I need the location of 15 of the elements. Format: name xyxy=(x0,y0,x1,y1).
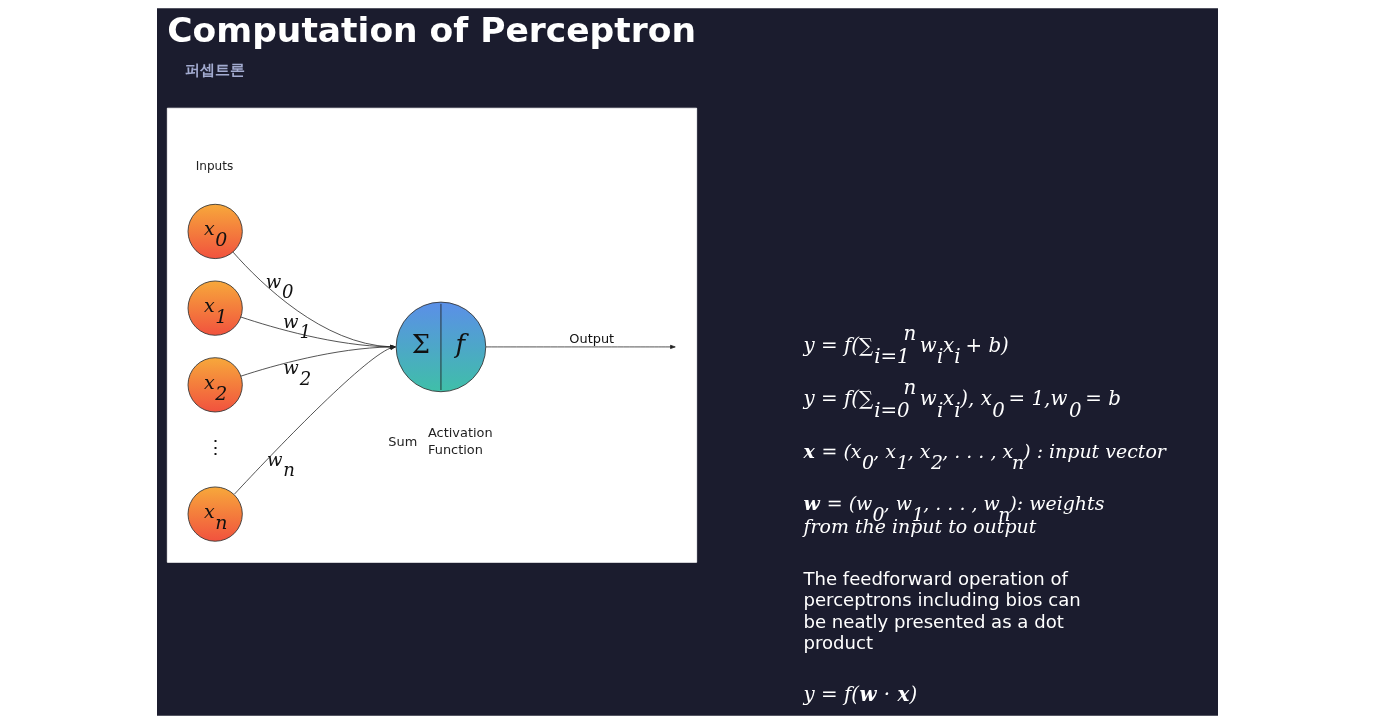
label: Inputs xyxy=(195,159,234,173)
label: y = f(w · x) xyxy=(803,682,918,707)
node-label: Sum xyxy=(388,433,418,449)
arrow xyxy=(233,346,396,495)
cluster xyxy=(166,107,698,563)
arrow xyxy=(240,344,396,377)
arrow xyxy=(485,344,676,349)
diagram-title: Computation of Perceptron xyxy=(167,9,696,50)
label: ⋮ xyxy=(205,436,225,459)
label: 퍼셉트론 xyxy=(185,60,246,78)
edge-label: Output xyxy=(569,330,615,346)
arrow xyxy=(240,316,396,349)
arrow xyxy=(232,251,396,349)
label: The feedforward operation of perceptrons including bios can be neatly presented as a dot product xyxy=(803,567,1081,654)
node-label: Activation Function xyxy=(428,425,493,457)
